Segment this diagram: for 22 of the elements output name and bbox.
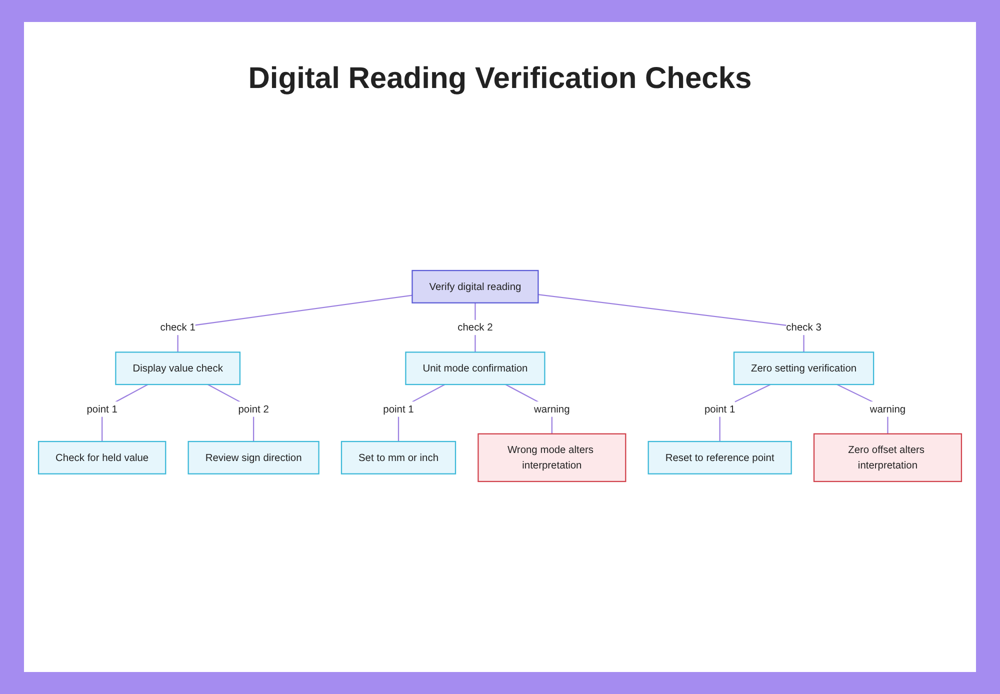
edge-label: warning: [534, 403, 570, 415]
connector: [538, 294, 804, 352]
node-box: Wrong mode alters interpretation: [478, 433, 626, 482]
edge-label: check 1: [160, 322, 196, 333]
node-box: Display value check: [115, 352, 241, 386]
node-box: Set to mm or inch: [340, 440, 456, 474]
edge-label: check 2: [458, 322, 493, 333]
edge-label: warning: [870, 403, 906, 415]
node-box: Reset to reference point: [648, 440, 792, 474]
edge-label: point 2: [238, 403, 269, 415]
node-box: Zero offset alters interpretation: [813, 433, 962, 482]
edge-label: check 3: [786, 322, 822, 333]
diagram-title: Digital Reading Verification Checks: [247, 62, 753, 96]
edge-label: point 1: [86, 403, 118, 415]
node-box: Check for held value: [38, 440, 166, 474]
connector: [177, 294, 412, 352]
node-box: Zero setting verification: [733, 352, 874, 386]
node-box: Review sign direction: [188, 440, 320, 474]
node-box: Verify digital reading: [412, 270, 539, 304]
edge-label: point 1: [383, 403, 414, 415]
node-box: Unit mode confirmation: [405, 352, 546, 386]
edge-label: point 1: [704, 403, 736, 415]
